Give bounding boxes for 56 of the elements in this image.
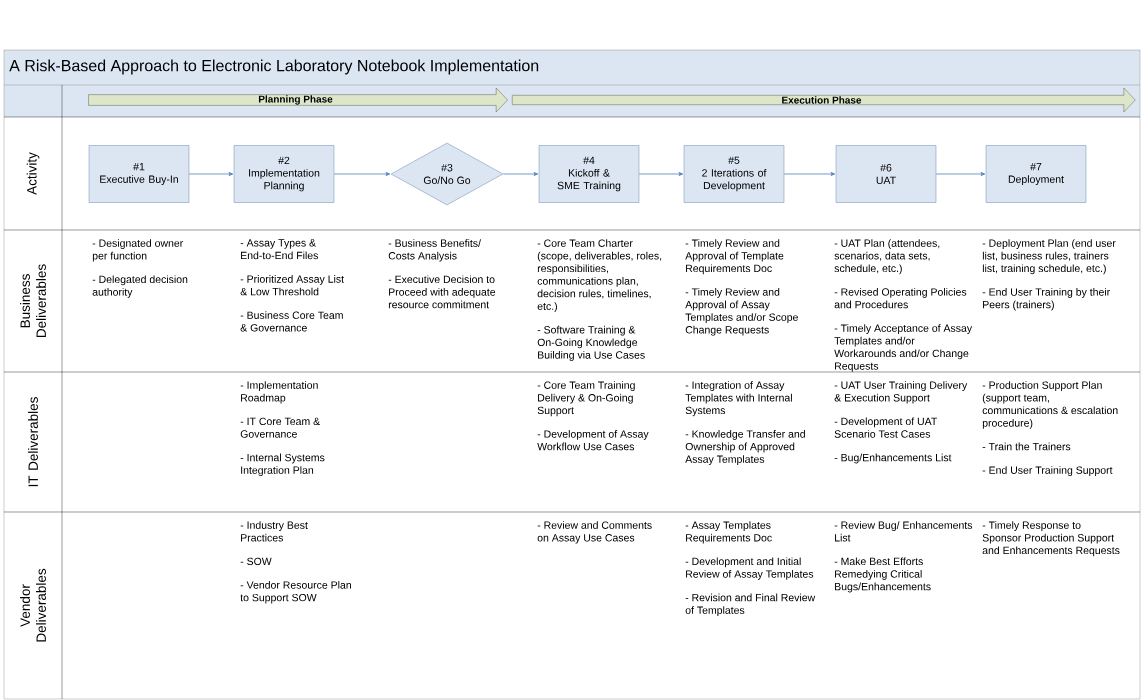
process-box: #2 Implementation Planning xyxy=(233,145,335,203)
deliverable-text: - UAT Plan (attendees, scenarios, data sets, schedule, etc.) xyxy=(834,239,940,275)
deliverable-text: - End User Training by their Peers (trainers) xyxy=(982,288,1110,311)
deliverable-text: - Business Core Team & Governance xyxy=(240,311,343,332)
deliverable-text: - Timely Review and Approval of Template Requirements Doc xyxy=(685,239,784,275)
process-box: #6 UAT xyxy=(835,145,937,203)
deliverable-text: - Designated owner per function xyxy=(92,239,184,262)
deliverable-text: - Development of Assay Workflow Use Cases xyxy=(537,430,649,451)
process-box: #1 Executive Buy-In xyxy=(88,145,190,203)
deliverable-text: - Train the Trainers xyxy=(982,442,1071,451)
row-header: Activity xyxy=(26,152,40,195)
arrow xyxy=(333,172,391,176)
deliverable-text: - End User Training Support xyxy=(982,466,1113,476)
deliverable-text: - Industry Best Practices xyxy=(240,521,308,542)
arrow xyxy=(502,172,539,176)
deliverable-text: - Make Best Efforts Remedying Critical Bugs/Enhancements xyxy=(834,557,931,593)
deliverable-text: - Software Training & On-Going Knowledge Building via Use Cases xyxy=(537,325,645,361)
process-box: #5 2 Iterations of Development xyxy=(683,145,785,203)
row-header: IT Deliverables xyxy=(28,397,38,487)
deliverable-text: - Internal Systems Integration Plan xyxy=(240,453,325,476)
deliverable-text: - Vendor Resource Plan to Support SOW xyxy=(240,581,351,604)
deliverable-text: - IT Core Team & Governance xyxy=(240,417,320,438)
deliverable-text: - Core Team Charter (scope, deliverables, roles, responsibilities, communications plan, decision rules, timelines, etc.) xyxy=(537,239,662,312)
deliverable-text: - Timely Review and Approval of Assay Templates and/or Scope Change Requests xyxy=(685,288,798,336)
arrow xyxy=(638,172,684,176)
row-header: Vendor Deliverables xyxy=(20,568,46,642)
deliverable-text: - Integration of Assay Templates with Internal Systems xyxy=(685,381,792,417)
deliverable-text: - Implementation Roadmap xyxy=(240,381,318,404)
deliverable-text: - Prioritized Assay List & Low Threshold xyxy=(240,275,344,296)
deliverable-text: - Development of UAT Scenario Test Cases xyxy=(834,417,938,438)
arrow xyxy=(783,172,836,176)
deliverable-text: - Revision and Final Review of Templates xyxy=(685,593,816,616)
arrow xyxy=(935,172,986,176)
deliverable-text: - Bug/Enhancements List xyxy=(834,453,952,464)
deliverable-text: - Production Support Plan (support team, communications & escalation procedure) xyxy=(982,381,1118,429)
deliverable-text: - SOW xyxy=(240,557,272,566)
deliverable-text: - Core Team Training Delivery & On-Going Support xyxy=(537,381,635,417)
deliverable-text: - Executive Decision to Proceed with adequate resource commitment xyxy=(388,275,496,309)
deliverable-text: - Knowledge Transfer and Ownership of Approved Assay Templates xyxy=(685,430,805,465)
deliverable-text: - Timely Response to Sponsor Production Support and Enhancements Requests xyxy=(982,521,1120,557)
deliverable-text: - Development and Initial Review of Assay Templates xyxy=(685,557,814,580)
deliverable-text: - Revised Operating Policies and Procedures xyxy=(834,288,967,309)
process-box: #7 Deployment xyxy=(985,145,1087,203)
deliverable-text: - UAT User Training Delivery & Execution Support xyxy=(834,381,968,404)
deliverable-text: - Assay Types & End-to-End Files xyxy=(240,239,318,260)
deliverable-text: - Review Bug/ Enhancements List xyxy=(834,521,973,542)
deliverable-text: - Business Benefits/ Costs Analysis xyxy=(388,239,481,262)
deliverable-text: - Delegated decision authority xyxy=(92,275,188,298)
deliverable-text: - Review and Comments on Assay Use Cases xyxy=(537,521,652,544)
row-header: Business Deliverables xyxy=(20,264,46,337)
deliverable-text: - Timely Acceptance of Assay Templates and/or Workarounds and/or Change Requests xyxy=(834,324,973,372)
process-box: #4 Kickoff & SME Training xyxy=(538,145,640,203)
deliverable-text: - Deployment Plan (end user list, business rules, trainers list, training schedule, etc.) xyxy=(982,239,1116,275)
arrow xyxy=(188,172,234,176)
title: A Risk-Based Approach to Electronic Laboratory Notebook Implementation xyxy=(9,59,539,75)
deliverable-text: - Assay Templates Requirements Doc xyxy=(685,521,772,544)
